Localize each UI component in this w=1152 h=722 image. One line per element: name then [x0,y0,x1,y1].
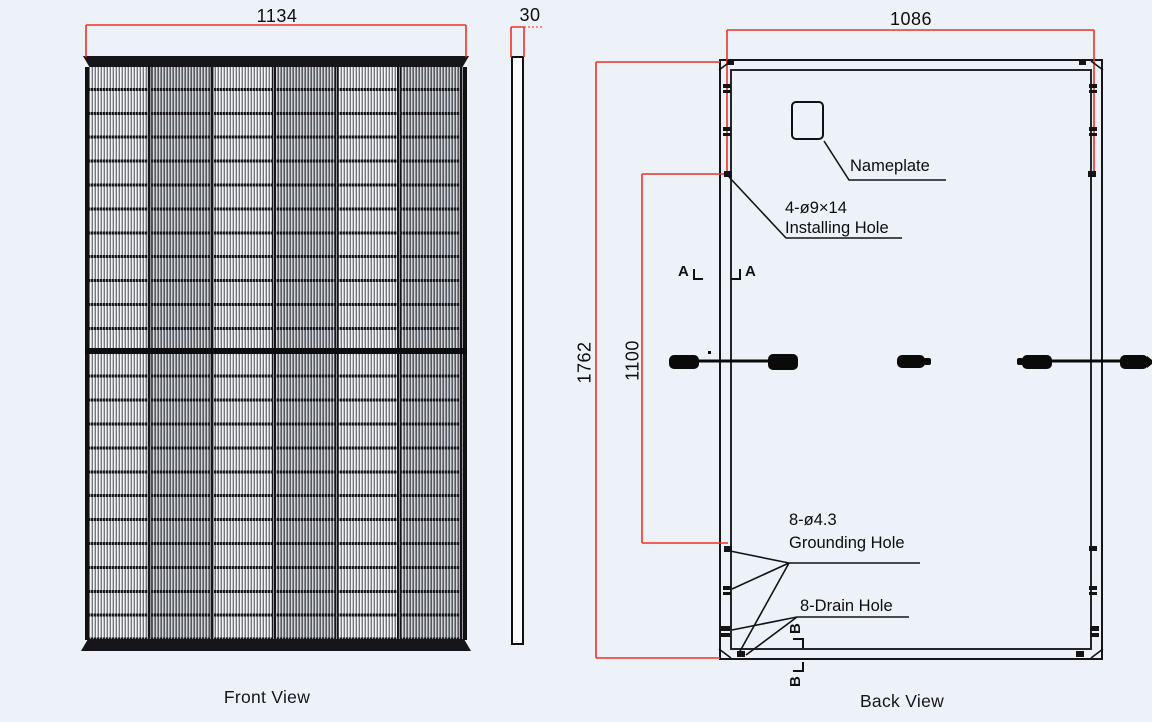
drain-hole-label: 8-Drain Hole [800,597,893,615]
section-mark-b-top: B [787,618,804,648]
connector-right-tip [1147,356,1152,368]
front-panel-bottom-frame [81,639,471,651]
dim-30-value: 30 [519,5,541,25]
grounding-hole-label-line1: 8-ø4.3 [789,511,837,529]
dim-1086-value: 1086 [889,9,933,29]
section-corner-icon [793,662,804,673]
frame-corner-bevels [718,60,1104,659]
section-letter-b: B [787,623,804,634]
connector-right-outer [1120,355,1148,369]
grounding-hole-leader [729,550,920,654]
cable-connectors [669,351,1152,370]
section-mark-a-left: A [678,263,703,280]
installing-hole-label-line2: Installing Hole [785,219,889,237]
dim-30-lines [510,26,525,57]
section-letter-b: B [787,676,804,687]
dim-1100-value: 1100 [622,340,643,381]
section-corner-icon [731,269,741,280]
front-view-label: Front View [223,687,311,707]
installing-hole-leader [728,176,902,239]
dim-1100-lines [641,173,728,544]
nameplate-box [791,101,824,140]
section-letter-a: A [678,263,689,280]
section-mark-a-right: A [731,263,756,280]
dim-1762-lines [595,61,720,659]
front-panel-top-frame [83,56,469,68]
grounding-hole-label-line2: Grounding Hole [789,534,905,552]
dim-1086-lines [726,29,1095,175]
section-corner-icon [793,638,804,648]
dim-1134-value: 1134 [256,6,298,26]
section-mark-b-bottom: B [787,657,804,687]
nameplate-label: Nameplate [850,157,930,175]
section-letter-a: A [745,263,756,280]
connector-left-outer [669,355,699,369]
front-panel-middle-divider [85,348,467,354]
dim-1762-value: 1762 [574,341,595,384]
drain-hole-leader [731,616,909,656]
back-view-label: Back View [859,691,945,711]
side-view-profile [511,56,524,645]
section-corner-icon [692,269,703,280]
connector-left-inner [768,354,798,370]
connector-middle [897,355,925,368]
installing-hole-label-line1: 4-ø9×14 [785,199,847,217]
frame-hole-marks [721,60,1099,657]
dim-1134-lines [85,24,467,57]
nameplate-leader [823,140,946,181]
connector-right-inner [1022,355,1052,369]
